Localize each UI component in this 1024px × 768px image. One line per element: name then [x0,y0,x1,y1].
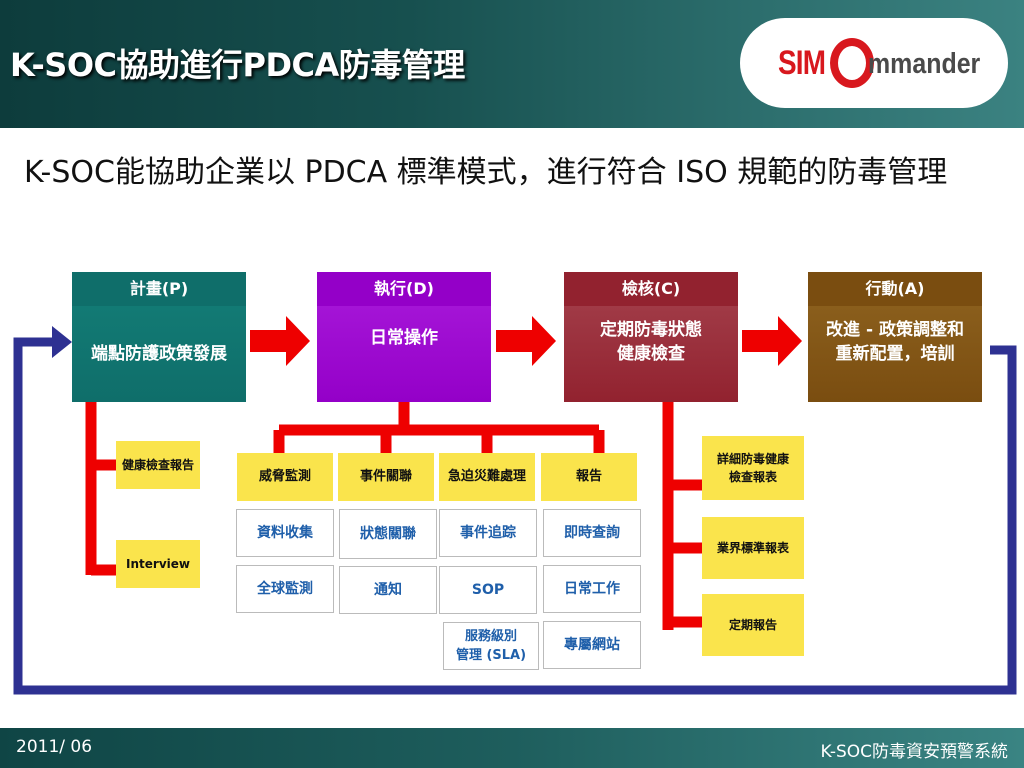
arrow-plan-to-do [250,316,310,366]
phase-check-heading: 檢核(C) [564,272,738,306]
footer-bar: 2011/ 06 K-SOC防毒資安預警系統 [0,728,1024,768]
feedback-loop-arrowhead [52,326,72,358]
subtitle: K-SOC能協助企業以 PDCA 標準模式，進行符合 ISO 規範的防毒管理 [24,155,948,190]
logo-text-right: mmander [868,48,981,80]
title-bar: K-SOC協助進行PDCA防毒管理 SIM mmander [0,0,1024,128]
footer-date: 2011/ 06 [16,737,93,757]
phase-do: 執行(D) 日常操作 [317,272,491,402]
plan-output-interview: Interview [116,540,200,588]
phase-do-heading: 執行(D) [317,272,491,306]
plan-output-health-report: 健康檢查報告 [116,441,200,489]
check-output-periodic-report: 定期報告 [702,594,804,656]
do-item-global-monitoring: 全球監測 [236,565,334,613]
check-output-industry-report: 業界標準報表 [702,517,804,579]
do-category-event-correlation: 事件關聯 [338,453,434,501]
phase-plan-body: 端點防護政策發展 [72,306,246,402]
check-output-detailed-report: 詳細防毒健康 檢查報表 [702,436,804,500]
do-category-report: 報告 [541,453,637,501]
arrow-do-to-check [496,316,556,366]
do-item-notification: 通知 [339,566,437,614]
arrow-check-to-act [742,316,802,366]
do-item-realtime-query: 即時查詢 [543,509,641,557]
do-item-event-tracking: 事件追踪 [439,509,537,557]
phase-act-body: 改進 - 政策調整和 重新配置，培訓 [808,306,982,402]
do-category-threat-monitoring: 威脅監測 [237,453,333,501]
phase-plan-heading: 計畫(P) [72,272,246,306]
phase-do-body: 日常操作 [317,306,491,402]
simcommander-logo: SIM mmander [740,18,1008,108]
phase-act: 行動(A) 改進 - 政策調整和 重新配置，培訓 [808,272,982,402]
phase-check: 檢核(C) 定期防毒狀態 健康檢查 [564,272,738,402]
do-item-daily-work: 日常工作 [543,565,641,613]
phase-plan: 計畫(P) 端點防護政策發展 [72,272,246,402]
logo-text-left: SIM [778,44,826,82]
phase-check-body: 定期防毒狀態 健康檢查 [564,306,738,402]
footer-system-name: K-SOC防毒資安預警系統 [820,742,1008,762]
do-category-emergency-handling: 急迫災難處理 [439,453,535,501]
feedback-loop-line [13,337,1017,695]
do-item-sop: SOP [439,566,537,614]
do-item-sla: 服務級別 管理 (SLA) [443,622,539,670]
page-title: K-SOC協助進行PDCA防毒管理 [10,46,465,84]
ring-c-icon [830,38,874,88]
do-item-dedicated-website: 專屬網站 [543,621,641,669]
do-item-data-collection: 資料收集 [236,509,334,557]
do-item-status-correlation: 狀態關聯 [339,509,437,559]
phase-act-heading: 行動(A) [808,272,982,306]
